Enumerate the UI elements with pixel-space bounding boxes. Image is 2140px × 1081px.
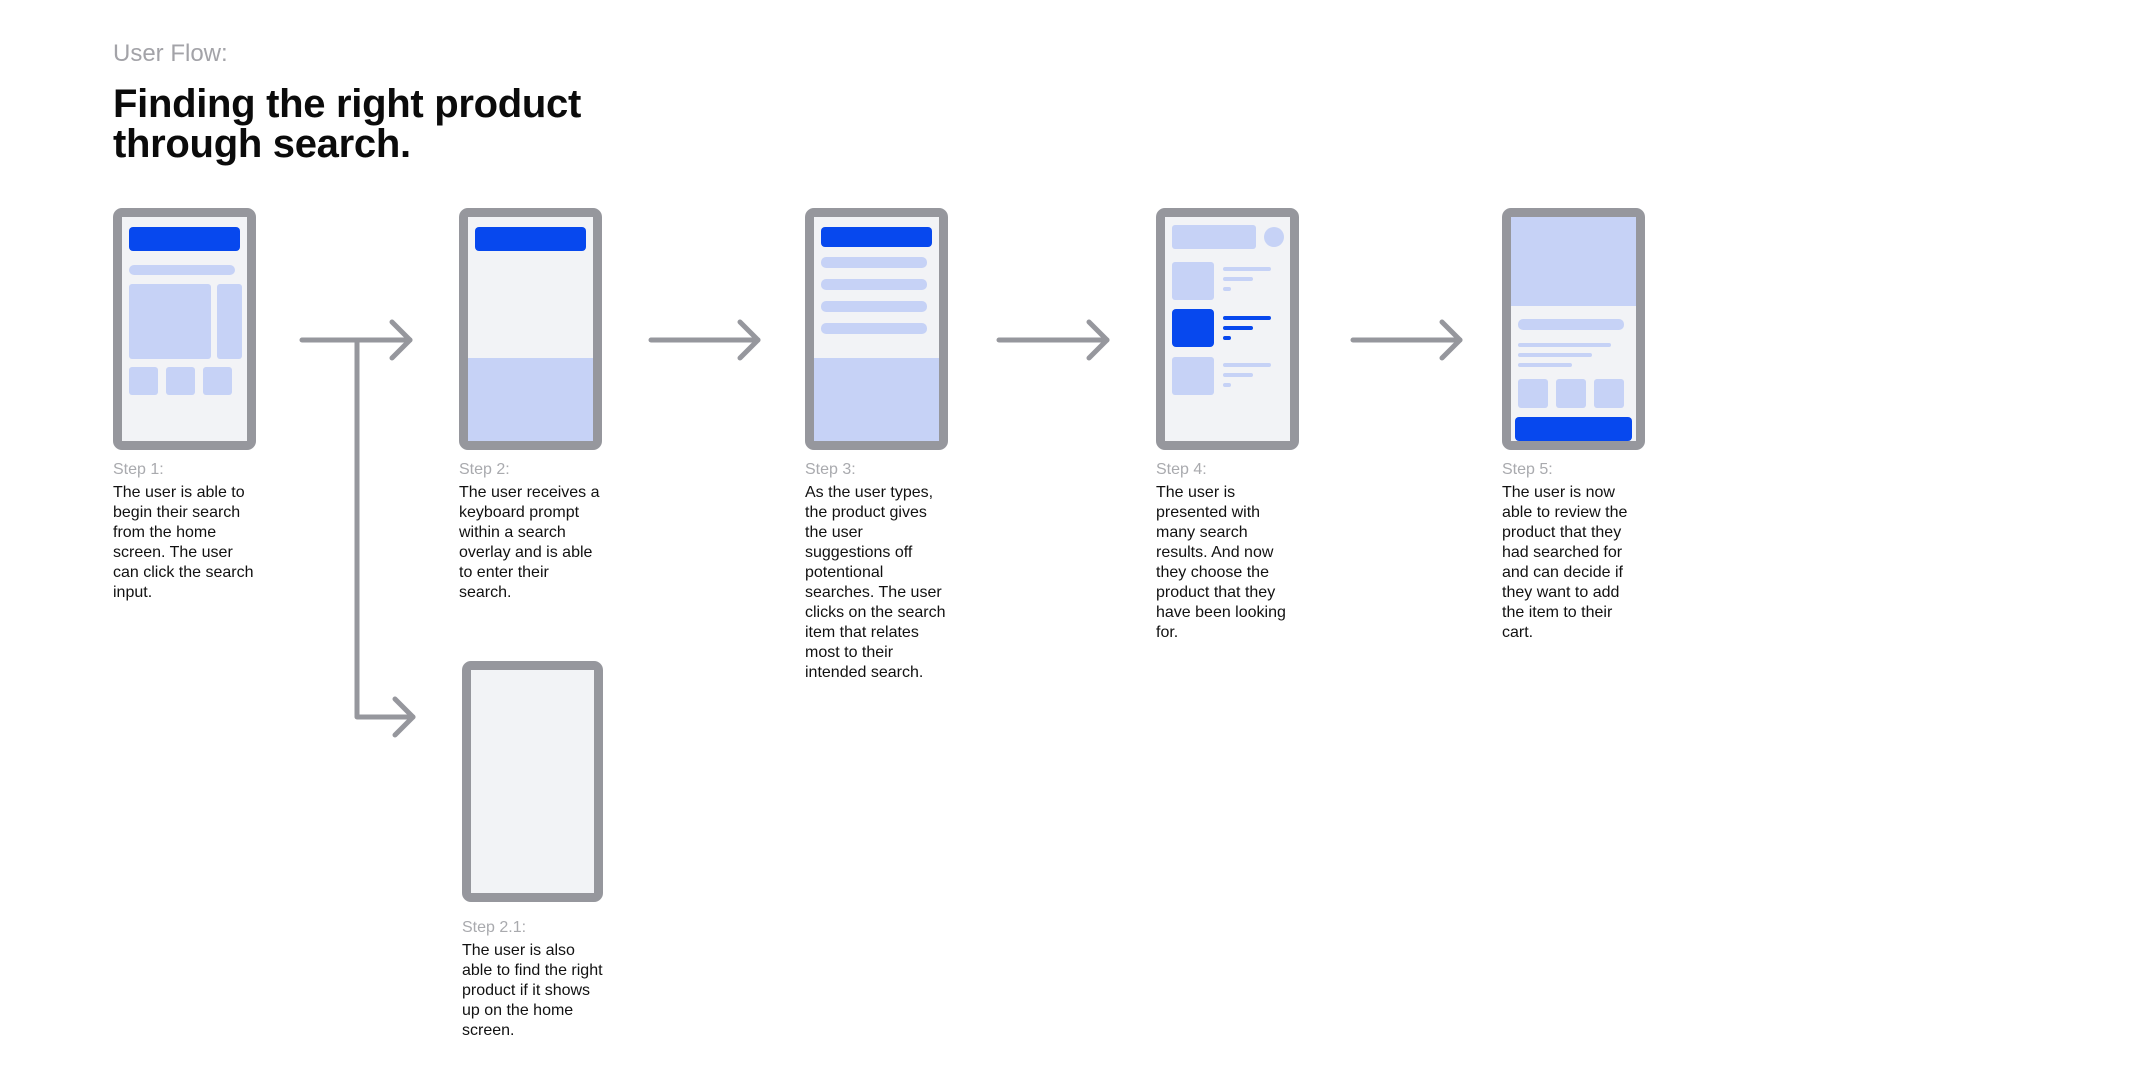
arrow-branch-step2-1 xyxy=(354,337,416,720)
step3-phone-wireframe xyxy=(805,208,948,450)
step3-label: Step 3: xyxy=(805,461,856,478)
step5-description: The user is now able to review the produ… xyxy=(1502,484,1628,641)
step5-option-1 xyxy=(1518,379,1548,408)
step4-search-field xyxy=(1172,225,1256,249)
step4-result-1-thumb xyxy=(1172,262,1214,300)
step5-detail-line-1 xyxy=(1518,343,1611,347)
step5-phone-wireframe xyxy=(1502,208,1645,450)
step4-label: Step 4: xyxy=(1156,461,1207,478)
step5-label: Step 5: xyxy=(1502,461,1553,478)
step2-1-description: The user is also able to find the right … xyxy=(462,942,603,1039)
step1-side-card xyxy=(217,284,242,359)
step4-result-2-line-1 xyxy=(1223,316,1271,320)
step1-search-bar xyxy=(129,227,240,251)
step1-tile-2 xyxy=(166,367,195,395)
step4-result-2-line-2 xyxy=(1223,326,1253,330)
arrow-head-step4 xyxy=(1086,319,1110,361)
step5-detail-line-2 xyxy=(1518,353,1592,357)
step2-phone-wireframe xyxy=(459,208,602,450)
step2-1-label: Step 2.1: xyxy=(462,919,527,936)
flow-title: Finding the right product through search… xyxy=(113,82,581,166)
step4-result-1-line-3 xyxy=(1223,287,1231,291)
step1-tile-3 xyxy=(203,367,232,395)
arrow-head-step2-1 xyxy=(392,696,416,738)
arrow-head-step5 xyxy=(1439,319,1463,361)
step5-option-3 xyxy=(1594,379,1624,408)
step2-label: Step 2: xyxy=(459,461,510,478)
step4-result-2-thumb-selected xyxy=(1172,309,1214,347)
step4-result-1-line-2 xyxy=(1223,277,1253,281)
arrow-head-step2 xyxy=(389,319,413,361)
step3-suggestion-2 xyxy=(821,279,927,290)
step5-detail-line-3 xyxy=(1518,363,1572,367)
step3-description: As the user types, the product gives the… xyxy=(805,484,946,681)
step1-description: The user is able to begin their search f… xyxy=(113,484,254,601)
step4-result-3-line-2 xyxy=(1223,373,1253,377)
step5-product-title xyxy=(1518,319,1624,330)
step1-hero-card xyxy=(129,284,211,359)
step1-phone-wireframe xyxy=(113,208,256,450)
step5-option-2 xyxy=(1556,379,1586,408)
step5-add-to-cart-bar xyxy=(1515,417,1632,441)
step2-description: The user receives a keyboard prompt with… xyxy=(459,484,600,601)
step3-suggestion-4 xyxy=(821,323,927,334)
step4-description: The user is presented with many search r… xyxy=(1156,484,1286,641)
flow-eyebrow: User Flow: xyxy=(113,40,228,67)
step5-product-image xyxy=(1511,217,1636,306)
step4-result-3-thumb xyxy=(1172,357,1214,395)
step2-search-bar xyxy=(475,227,586,251)
step3-search-bar xyxy=(821,227,932,247)
step3-keyboard xyxy=(814,358,939,441)
step1-tile-1 xyxy=(129,367,158,395)
step4-result-3-line-3 xyxy=(1223,383,1231,387)
step4-result-1-line-1 xyxy=(1223,267,1271,271)
step4-phone-wireframe xyxy=(1156,208,1299,450)
step4-result-3-line-1 xyxy=(1223,363,1271,367)
step3-suggestion-3 xyxy=(821,301,927,312)
step1-label: Step 1: xyxy=(113,461,164,478)
arrow-head-step3 xyxy=(737,319,761,361)
step2-1-phone-wireframe xyxy=(462,661,603,902)
step2-keyboard xyxy=(468,358,593,441)
step4-result-2-line-3 xyxy=(1223,336,1231,340)
step3-suggestion-1 xyxy=(821,257,927,268)
step1-subheader-bar xyxy=(129,265,235,275)
step4-avatar xyxy=(1264,227,1284,247)
